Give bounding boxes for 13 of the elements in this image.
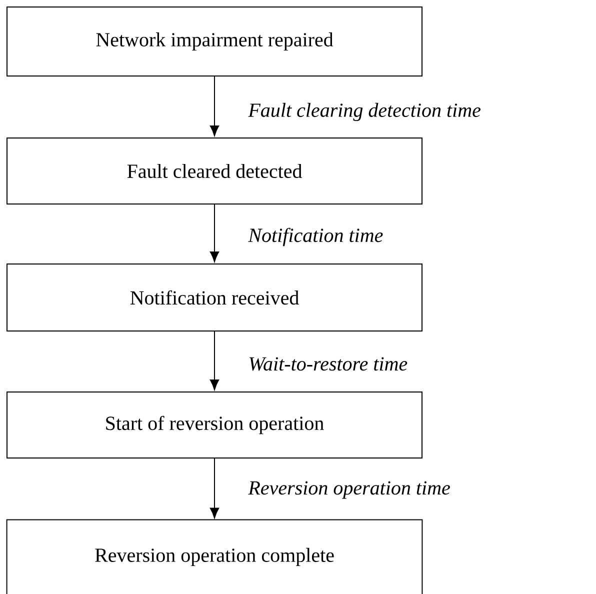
process-box: Fault cleared detected bbox=[6, 138, 422, 204]
arrow bbox=[210, 458, 220, 518]
process-box: Reversion operation complete bbox=[6, 519, 423, 594]
process-box: Start of reversion operation bbox=[6, 392, 422, 458]
arrow bbox=[210, 76, 220, 136]
process-box: Notification received bbox=[6, 264, 422, 332]
edge-label: Fault clearing detection time bbox=[248, 102, 480, 122]
arrow bbox=[210, 204, 220, 262]
arrow bbox=[210, 331, 220, 390]
edge-label: Reversion operation time bbox=[248, 481, 450, 499]
edge-label: Notification time bbox=[248, 228, 383, 246]
process-box: Network impairment repaired bbox=[6, 6, 422, 76]
edge-label: Wait-to-restore time bbox=[250, 357, 408, 371]
